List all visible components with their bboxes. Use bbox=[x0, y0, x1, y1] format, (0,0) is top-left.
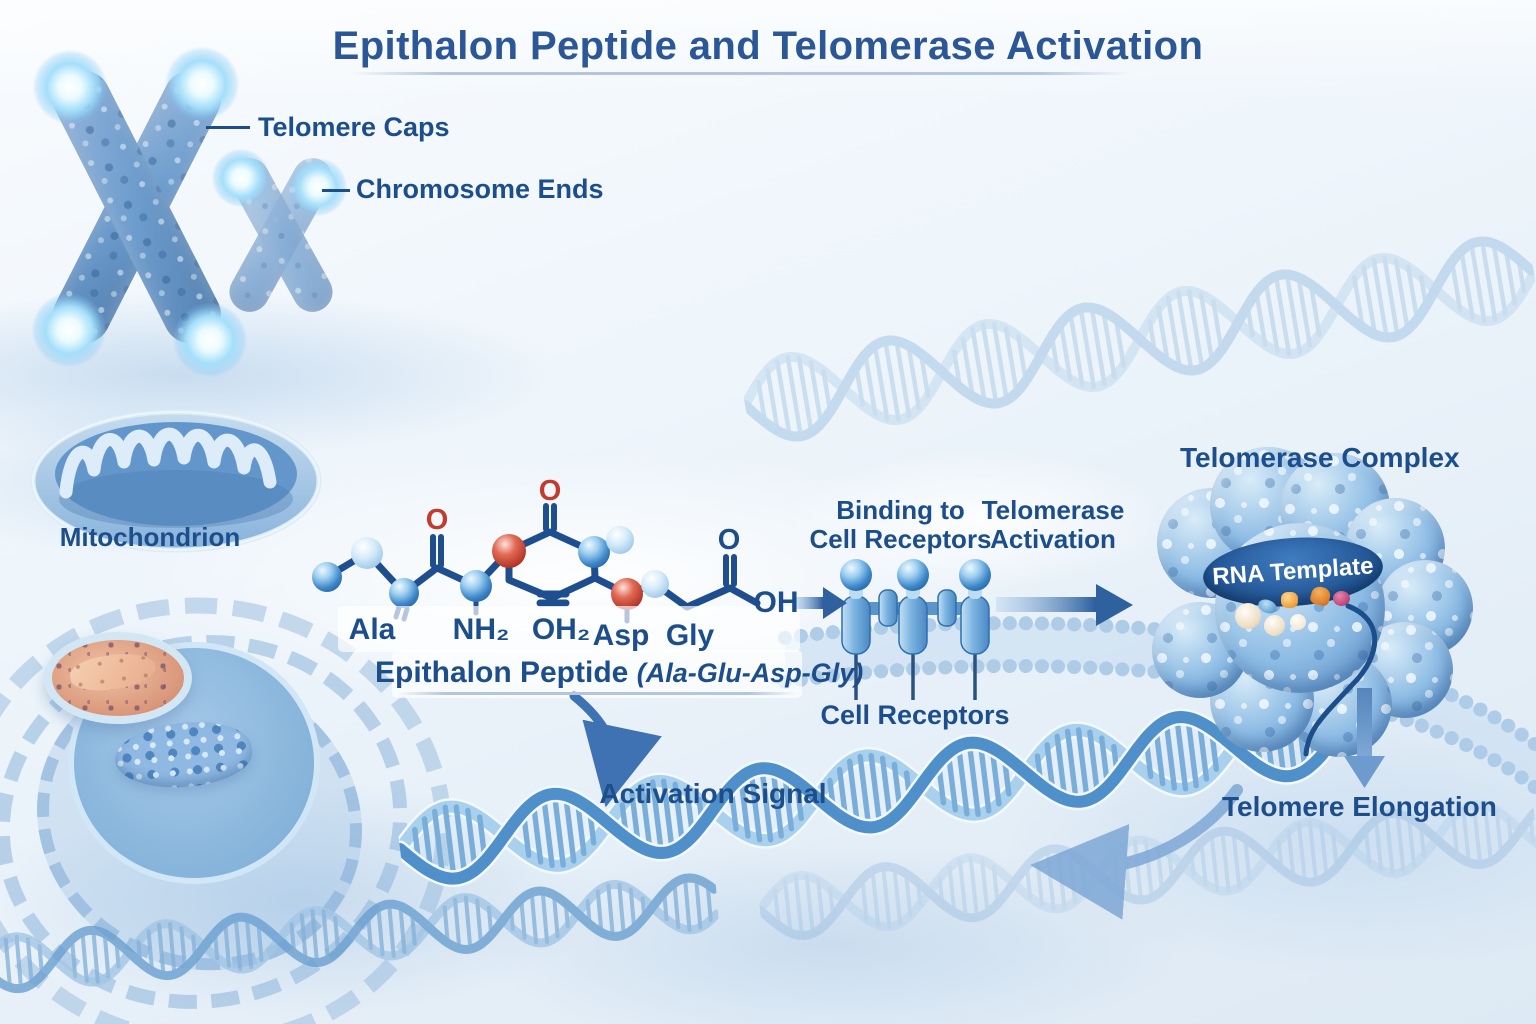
rna-template-label: RNA Template bbox=[1211, 551, 1375, 591]
telomerase-complex-label: Telomerase Complex bbox=[1180, 442, 1460, 473]
caption-underline bbox=[398, 692, 796, 695]
nucleotide-bead bbox=[1290, 614, 1306, 630]
atom-label-backing bbox=[338, 606, 800, 652]
nucleotide-bead bbox=[1235, 603, 1261, 629]
residue-label-nh2: NH₂ bbox=[452, 613, 510, 646]
binding-label: Binding to Cell Receptors bbox=[809, 495, 992, 555]
oxygen-label: O bbox=[425, 504, 449, 536]
mitochondrion-label: Mitochondrion bbox=[59, 522, 241, 552]
telomere-glow bbox=[165, 47, 239, 121]
telomere-caps-leader bbox=[206, 126, 250, 129]
dna-helix-top-right bbox=[736, 221, 1536, 458]
telomere-glow bbox=[32, 293, 106, 367]
nucleotide-bead bbox=[1281, 592, 1298, 608]
telomere-glow bbox=[289, 158, 347, 216]
telomere-caps-label: Telomere Caps bbox=[258, 112, 450, 142]
residue-label-ala: Ala bbox=[348, 613, 396, 646]
telomere-glow bbox=[173, 303, 247, 377]
title-underline bbox=[350, 72, 1130, 75]
peptide-atoms bbox=[312, 526, 669, 610]
chromosome-ends-leader bbox=[322, 189, 350, 192]
peptide-name: Epithalon Peptide bbox=[375, 656, 629, 689]
telomerase-activation-label: Telomerase Activation bbox=[981, 495, 1125, 555]
chromosome-ends-label: Chromosome Ends bbox=[356, 174, 604, 204]
mitochondrion-illustration bbox=[30, 409, 322, 553]
cell-receptors-illustration bbox=[840, 559, 991, 700]
dna-helix-central bbox=[393, 681, 1360, 899]
caption-backing bbox=[392, 650, 802, 698]
oxygen-label: O bbox=[538, 475, 562, 507]
activation-signal-label: Activation Signal bbox=[599, 778, 827, 809]
telomere-elongation-label: Telomere Elongation bbox=[1222, 791, 1497, 822]
nucleotide-bead bbox=[1333, 591, 1350, 606]
residue-label-asp: Asp bbox=[592, 619, 650, 652]
peptide-caption: Epithalon Peptide (Ala-Glu-Asp-Gly) bbox=[375, 656, 863, 690]
hydroxyl-label: OH bbox=[753, 586, 799, 619]
residue-label-gly: Gly bbox=[665, 619, 715, 652]
peptide-sequence: (Ala-Glu-Asp-Gly) bbox=[636, 658, 864, 688]
telomere-glow bbox=[212, 149, 270, 207]
dna-helix-bottom-left bbox=[0, 864, 721, 1004]
cell-receptors-label: Cell Receptors bbox=[820, 700, 1010, 730]
peptide-structure bbox=[323, 503, 761, 624]
residue-label-oh2: OH₂ bbox=[531, 613, 591, 646]
oxygen-label: O bbox=[717, 524, 741, 556]
telomerase-complex-illustration: RNA Template bbox=[1150, 447, 1473, 780]
page-title: Epithalon Peptide and Telomerase Activat… bbox=[332, 24, 1204, 68]
nucleotide-bead bbox=[1264, 615, 1285, 636]
telomere-glow bbox=[33, 50, 107, 124]
